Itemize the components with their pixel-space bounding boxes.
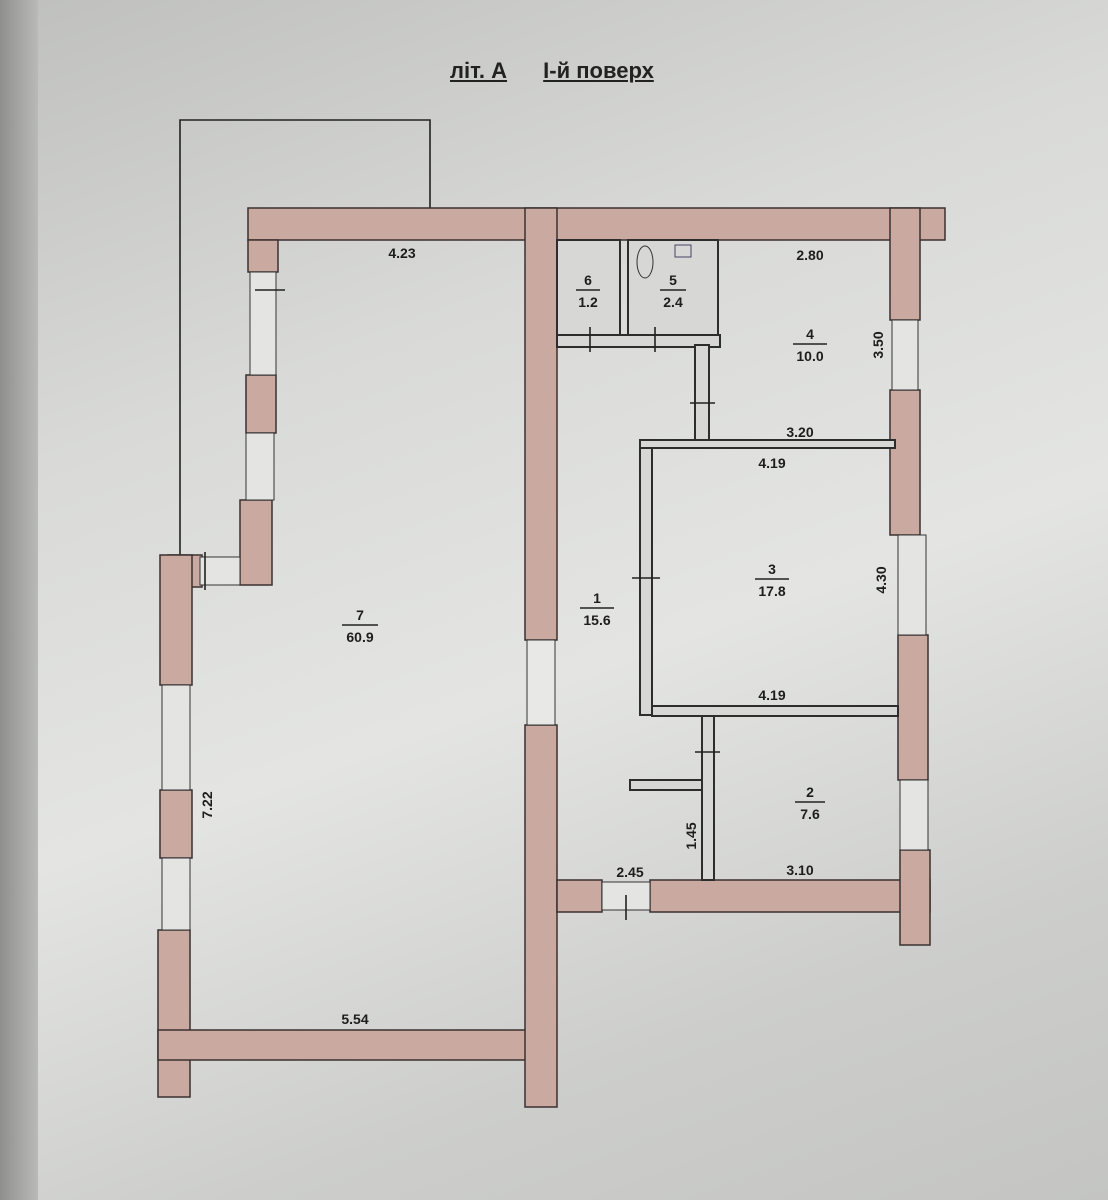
plan-title: літ. А І-й поверх	[450, 58, 684, 84]
dim-room7-bottom: 5.54	[341, 1011, 368, 1027]
balcony-outline	[179, 119, 431, 555]
interior-partitions	[556, 239, 899, 881]
room-4-label: 4 10.0	[793, 326, 827, 364]
svg-text:17.8: 17.8	[758, 583, 785, 599]
svg-text:10.0: 10.0	[796, 348, 823, 364]
svg-text:4: 4	[806, 326, 814, 342]
dim-room4-top: 2.80	[796, 247, 823, 263]
svg-text:6: 6	[584, 272, 592, 288]
room-6-label: 6 1.2	[576, 272, 600, 310]
dim-room3-right: 4.30	[873, 566, 889, 593]
dim-room4-right: 3.50	[870, 331, 886, 358]
svg-text:1: 1	[593, 590, 601, 606]
outer-walls	[157, 207, 946, 1108]
toilet-icon	[636, 245, 654, 279]
room-7-label: 7 60.9	[342, 607, 378, 645]
room-1-label: 1 15.6	[580, 590, 614, 628]
floor-label: І-й поверх	[543, 58, 654, 83]
room-3-label: 3 17.8	[755, 561, 789, 599]
svg-text:60.9: 60.9	[346, 629, 373, 645]
dim-room7-top: 4.23	[388, 245, 415, 261]
dim-corridor-height: 1.45	[683, 822, 699, 849]
litera-label: літ. А	[450, 58, 508, 83]
svg-text:7: 7	[356, 607, 364, 623]
dim-room4-bottom: 3.20	[786, 424, 813, 440]
room-2-label: 2 7.6	[795, 784, 825, 822]
dim-room1-bottom: 2.45	[616, 864, 643, 880]
svg-text:7.6: 7.6	[800, 806, 820, 822]
svg-text:2: 2	[806, 784, 814, 800]
svg-text:15.6: 15.6	[583, 612, 610, 628]
sink-icon	[674, 244, 692, 258]
paper-edge	[0, 0, 38, 1200]
svg-text:5: 5	[669, 272, 677, 288]
dim-room2-bottom: 3.10	[786, 862, 813, 878]
room-5-label: 5 2.4	[660, 272, 686, 310]
dim-room3-bottom: 4.19	[758, 687, 785, 703]
svg-text:2.4: 2.4	[663, 294, 683, 310]
door-marks	[204, 289, 720, 920]
dim-room7-left: 7.22	[199, 791, 215, 818]
svg-text:1.2: 1.2	[578, 294, 598, 310]
dim-room3-top: 4.19	[758, 455, 785, 471]
svg-text:3: 3	[768, 561, 776, 577]
